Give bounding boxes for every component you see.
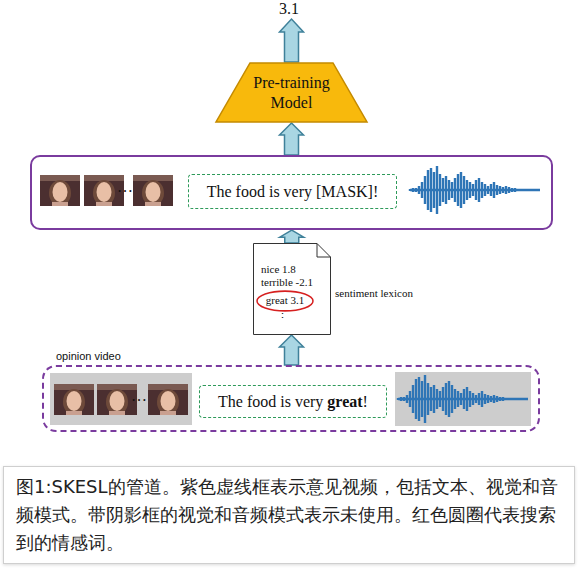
lexicon-document: nice 1.8terrible -2.1⋮sentiment lexicong… (253, 243, 331, 335)
audio-waveform (398, 375, 528, 423)
node-text: opinion video (56, 350, 121, 363)
doc-outline (253, 243, 331, 335)
node-text: nice 1.8 (261, 263, 296, 276)
trap-outline (215, 62, 368, 123)
video-frames (40, 175, 173, 206)
text-box: The food is very [MASK]! (188, 174, 397, 209)
flow-arrow (280, 123, 304, 155)
node-text: The food is very [MASK]! (207, 182, 379, 201)
opinion-video-box: opinion videoThe food is very great! (42, 365, 540, 432)
node-text: sentiment lexicon (335, 287, 413, 300)
unused-shade (50, 373, 192, 425)
unused-shade (395, 372, 531, 426)
audio-waveform (410, 166, 540, 214)
retrieved-word: great 3.1 (256, 290, 314, 312)
text-box: The food is very great! (199, 385, 387, 418)
model-trapezoid: Pre-training Model (215, 62, 368, 123)
node-text: The food is very great! (218, 392, 368, 411)
node-text: great 3.1 (266, 294, 304, 307)
figure-caption: 图1:SKESL的管道。紫色虚线框表示意见视频，包括文本、视觉和音频模式。带阴影… (3, 466, 575, 564)
ellipsis: … (131, 387, 147, 405)
input-box: The food is very [MASK]! (30, 155, 553, 230)
node-text: Pre-training Model (237, 73, 347, 111)
output-score: 3.1 (279, 0, 299, 18)
output-arrow (280, 19, 304, 62)
flow-arrow (280, 230, 304, 243)
node-text: terrible -2.1 (261, 276, 313, 289)
video-frames (54, 384, 188, 415)
ellipsis: … (117, 178, 133, 196)
flow-arrow (280, 335, 304, 365)
